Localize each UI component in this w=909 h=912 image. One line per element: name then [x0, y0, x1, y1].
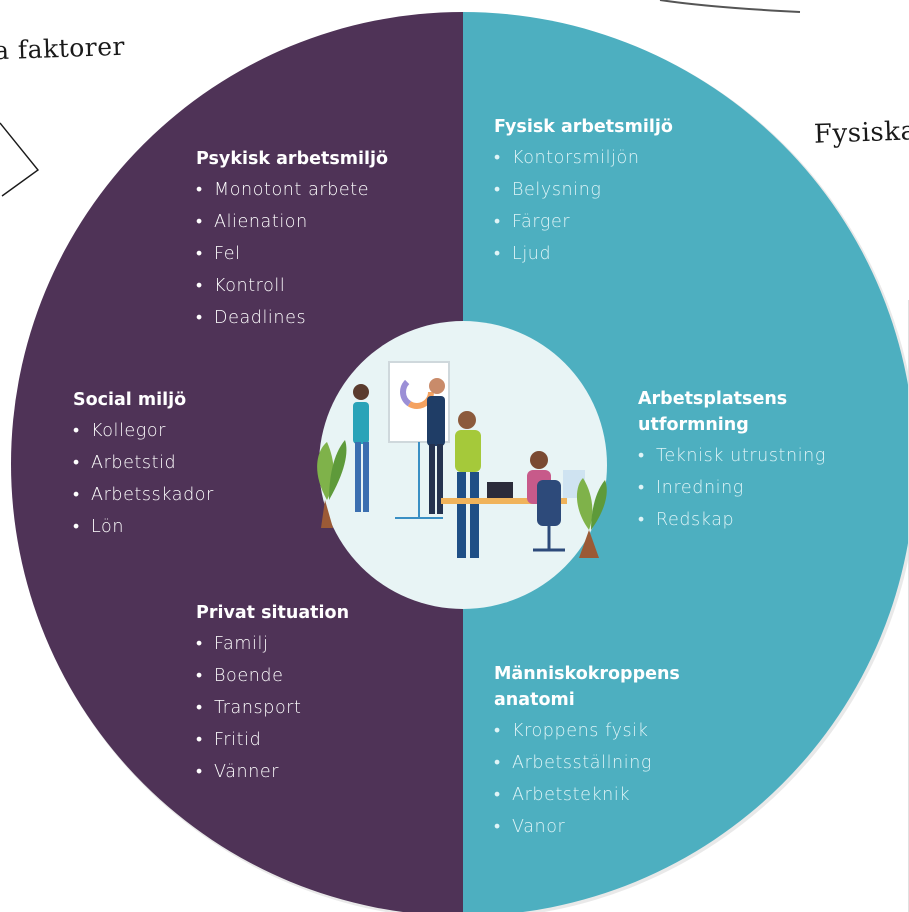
list-item: •Färger: [494, 212, 571, 232]
group-social: Social miljö •Kollegor •Arbetstid •Arbet…: [73, 387, 214, 543]
group-title: Fysisk arbetsmiljö: [494, 117, 673, 137]
group-title: Privat situation: [196, 603, 350, 623]
item-list: •Kroppens fysik •Arbetsställning •Arbets…: [494, 715, 680, 843]
list-item: •Monotont arbete: [196, 180, 370, 200]
group-privat: Privat situation •Familj •Boende •Transp…: [196, 600, 349, 788]
desk: [441, 498, 567, 504]
item-list: •Kollegor •Arbetstid •Arbetsskador •Lön: [73, 415, 214, 543]
list-item: •Arbetsskador: [73, 485, 214, 505]
list-item: •Deadlines: [196, 308, 307, 328]
list-item: •Fel: [196, 244, 241, 264]
list-item: •Ljud: [494, 244, 552, 264]
list-item: •Lön: [73, 517, 125, 537]
person-1: [353, 384, 369, 400]
annotation-right: Fysiska: [813, 116, 909, 150]
sketch-line-top: [659, 0, 801, 13]
left-half: [11, 12, 463, 912]
list-item: •Kollegor: [73, 421, 167, 441]
plant-pot-left: [321, 500, 333, 528]
list-item: •Inredning: [638, 478, 744, 498]
list-item: •Arbetstid: [73, 453, 177, 473]
list-item: •Teknisk utrustning: [638, 446, 826, 466]
item-list: •Familj •Boende •Transport •Fritid •Vänn…: [196, 628, 349, 788]
list-item: •Belysning: [494, 180, 602, 200]
annotation-left: a faktorer: [0, 31, 126, 66]
list-item: •Vänner: [196, 762, 280, 782]
sketch-arrow-left: [0, 122, 40, 197]
office-chair: [537, 480, 561, 526]
list-item: •Boende: [196, 666, 284, 686]
person-2: [429, 378, 445, 394]
pie-chart-icon: [400, 375, 434, 409]
list-item: •Arbetsställning: [494, 753, 652, 773]
group-fysisk: Fysisk arbetsmiljö •Kontorsmiljön •Belys…: [494, 114, 673, 270]
item-list: •Monotont arbete •Alienation •Fel •Kontr…: [196, 174, 388, 334]
list-item: •Redskap: [638, 510, 735, 530]
list-item: •Familj: [196, 634, 269, 654]
list-item: •Kontorsmiljön: [494, 148, 640, 168]
group-title: Social miljö: [73, 390, 187, 410]
person-3: [458, 411, 476, 429]
list-item: •Kontroll: [196, 276, 286, 296]
list-item: •Arbetsteknik: [494, 785, 631, 805]
list-item: •Fritid: [196, 730, 262, 750]
list-item: •Alienation: [196, 212, 308, 232]
laptop-icon: [487, 482, 513, 498]
item-list: •Teknisk utrustning •Inredning •Redskap: [638, 440, 826, 536]
group-title: Psykisk arbetsmiljö: [196, 149, 388, 169]
right-half: [463, 12, 909, 912]
list-item: •Transport: [196, 698, 302, 718]
group-psykisk: Psykisk arbetsmiljö •Monotont arbete •Al…: [196, 146, 388, 334]
office-team-illustration: [317, 361, 607, 558]
plant-pot-right: [579, 530, 599, 558]
list-item: •Kroppens fysik: [494, 721, 649, 741]
list-item: •Vanor: [494, 817, 566, 837]
item-list: •Kontorsmiljön •Belysning •Färger •Ljud: [494, 142, 673, 270]
person-4: [530, 451, 548, 469]
